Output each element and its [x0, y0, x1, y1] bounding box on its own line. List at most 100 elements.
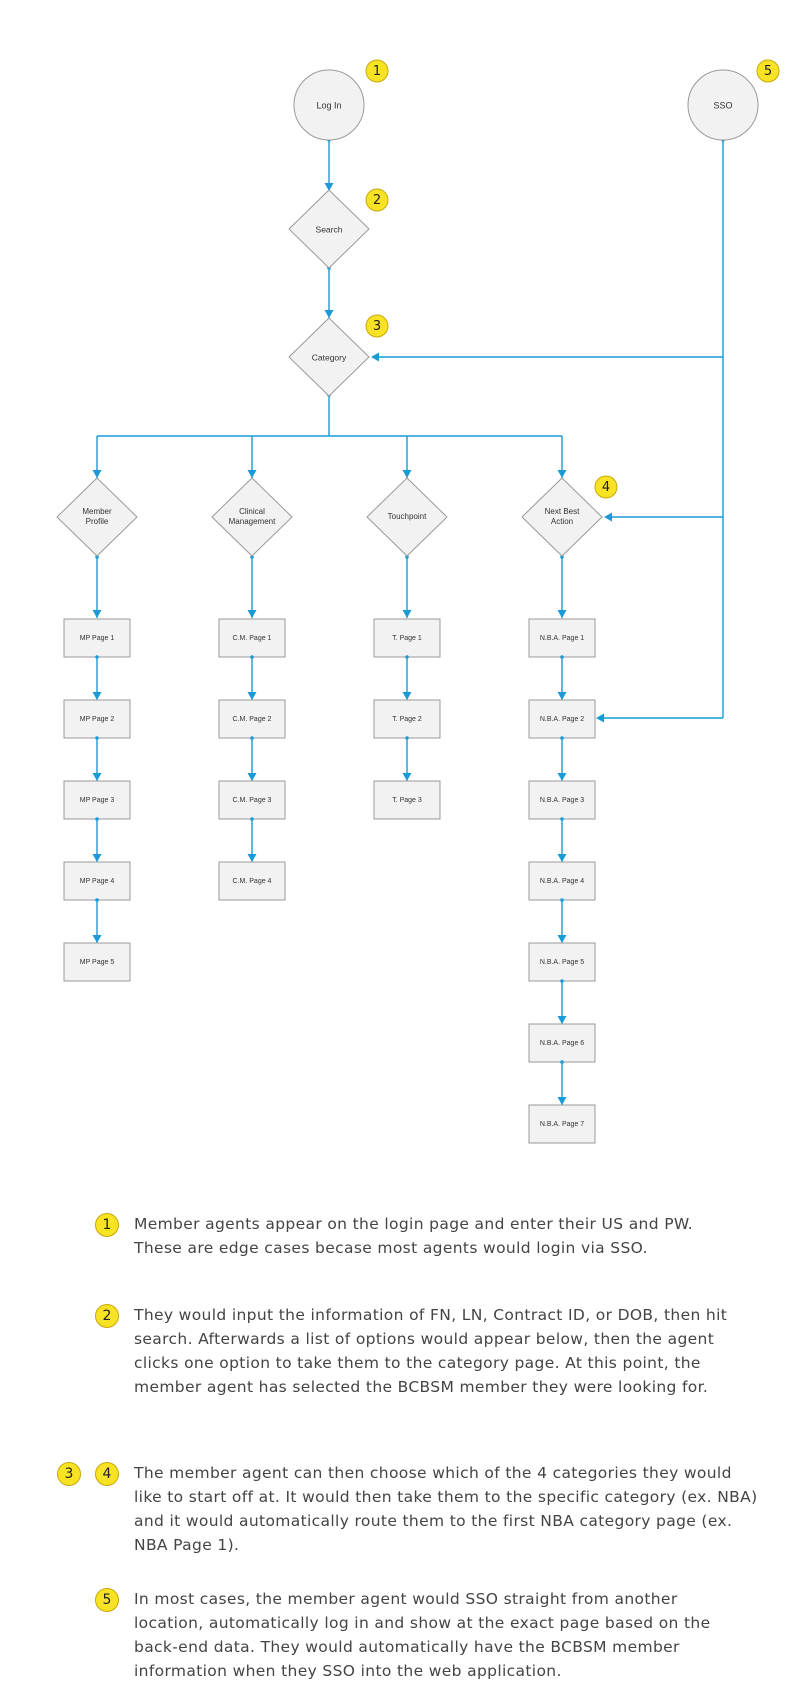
connector-dot [560, 817, 564, 821]
note-badge: 3 [57, 1462, 81, 1486]
step-badge-number: 3 [373, 319, 381, 334]
clinical-management-node [211, 477, 293, 557]
page-label: MP Page 1 [80, 635, 115, 642]
page-label: T. Page 2 [392, 716, 422, 723]
page-node-next-best-action [528, 942, 596, 982]
search-node [288, 189, 370, 269]
note-badge: 4 [95, 1462, 119, 1486]
page-label: N.B.A. Page 5 [540, 959, 584, 966]
arrow-head [557, 1097, 567, 1105]
arrow-head [557, 854, 567, 862]
arrow-head [557, 692, 567, 700]
arrow-head [247, 854, 257, 862]
connector-dot [560, 555, 564, 559]
page-label: N.B.A. Page 7 [540, 1121, 584, 1128]
arrow-head [557, 610, 567, 618]
page-label: N.B.A. Page 3 [540, 797, 584, 804]
arrow-head [247, 773, 257, 781]
arrow-head [557, 1016, 567, 1024]
arrow-head [92, 692, 102, 700]
arrow-head [402, 610, 412, 618]
arrow-head [247, 692, 257, 700]
next-best-action-node [521, 477, 603, 557]
page-node-member-profile [63, 780, 131, 820]
sso-label: SSO [713, 100, 732, 110]
connector-dot [250, 817, 254, 821]
page-node-member-profile [63, 942, 131, 982]
page-label: T. Page 1 [392, 635, 422, 642]
page-node-member-profile [63, 618, 131, 658]
login-label: Log In [316, 100, 341, 110]
step-badge [365, 188, 389, 212]
page-node-touchpoint [373, 618, 441, 658]
note-text: In most cases, the member agent would SS… [134, 1590, 711, 1680]
page-label: MP Page 2 [80, 716, 115, 723]
page-node-member-profile [63, 861, 131, 901]
note-badge: 1 [95, 1213, 119, 1237]
page-node-next-best-action [528, 699, 596, 739]
connector-dot [560, 655, 564, 659]
connector-dot [95, 655, 99, 659]
page-node-clinical-management [218, 780, 286, 820]
arrow-head [557, 470, 567, 478]
connector-dot [95, 898, 99, 902]
step-badge-number: 2 [373, 193, 381, 208]
arrow-head [402, 470, 412, 478]
page-node-touchpoint [373, 699, 441, 739]
step-badge-number: 4 [602, 480, 610, 495]
arrow-head [371, 352, 379, 362]
connector-dot [95, 736, 99, 740]
arrow-head [596, 713, 604, 723]
arrow-head [92, 935, 102, 943]
login-node [293, 69, 365, 141]
category-node [288, 317, 370, 397]
note-text: They would input the information of FN, … [134, 1306, 728, 1396]
note-text: Member agents appear on the login page a… [134, 1215, 694, 1257]
page-node-touchpoint [373, 780, 441, 820]
connector-dot [405, 736, 409, 740]
page-node-next-best-action [528, 1023, 596, 1063]
connector-dot [560, 979, 564, 983]
step-badge-number: 1 [373, 64, 381, 79]
connector-dot [250, 655, 254, 659]
page-node-next-best-action [528, 1104, 596, 1144]
step-badge-number: 5 [764, 64, 772, 79]
page-node-next-best-action [528, 780, 596, 820]
touchpoint-label: Touchpoint [388, 512, 427, 521]
page-node-clinical-management [218, 861, 286, 901]
page-label: N.B.A. Page 2 [540, 716, 584, 723]
arrow-head [402, 773, 412, 781]
arrow-head [557, 773, 567, 781]
touchpoint-node [366, 477, 448, 557]
member-profile-label: Member [82, 507, 112, 516]
page-label: MP Page 3 [80, 797, 115, 804]
note-badge: 2 [95, 1304, 119, 1328]
arrow-head [92, 470, 102, 478]
next-best-action-label: Next Best [545, 507, 580, 516]
page-node-next-best-action [528, 618, 596, 658]
page-node-clinical-management [218, 618, 286, 658]
arrow-head [324, 310, 334, 318]
connector-dot [560, 736, 564, 740]
arrow-head [247, 610, 257, 618]
page-label: C.M. Page 3 [233, 797, 272, 804]
member-profile-label: Profile [86, 517, 109, 526]
arrow-head [92, 610, 102, 618]
step-badge [594, 475, 618, 499]
member-profile-node [56, 477, 138, 557]
connector-dot [250, 555, 254, 559]
arrow-head [92, 773, 102, 781]
page-label: C.M. Page 2 [233, 716, 272, 723]
connector-dot [560, 1060, 564, 1064]
arrow-head [247, 470, 257, 478]
page-node-member-profile [63, 699, 131, 739]
connector-dot [95, 555, 99, 559]
connector-dot [95, 817, 99, 821]
step-badge [756, 59, 780, 83]
category-label: Category [312, 352, 347, 362]
flow-diagram: MP Page 1MP Page 2MP Page 3MP Page 4MP P… [56, 59, 780, 1144]
arrow-head [324, 183, 334, 191]
page-label: C.M. Page 1 [233, 635, 272, 642]
note-text: The member agent can then choose which o… [134, 1464, 758, 1554]
page-label: C.M. Page 4 [233, 878, 272, 885]
